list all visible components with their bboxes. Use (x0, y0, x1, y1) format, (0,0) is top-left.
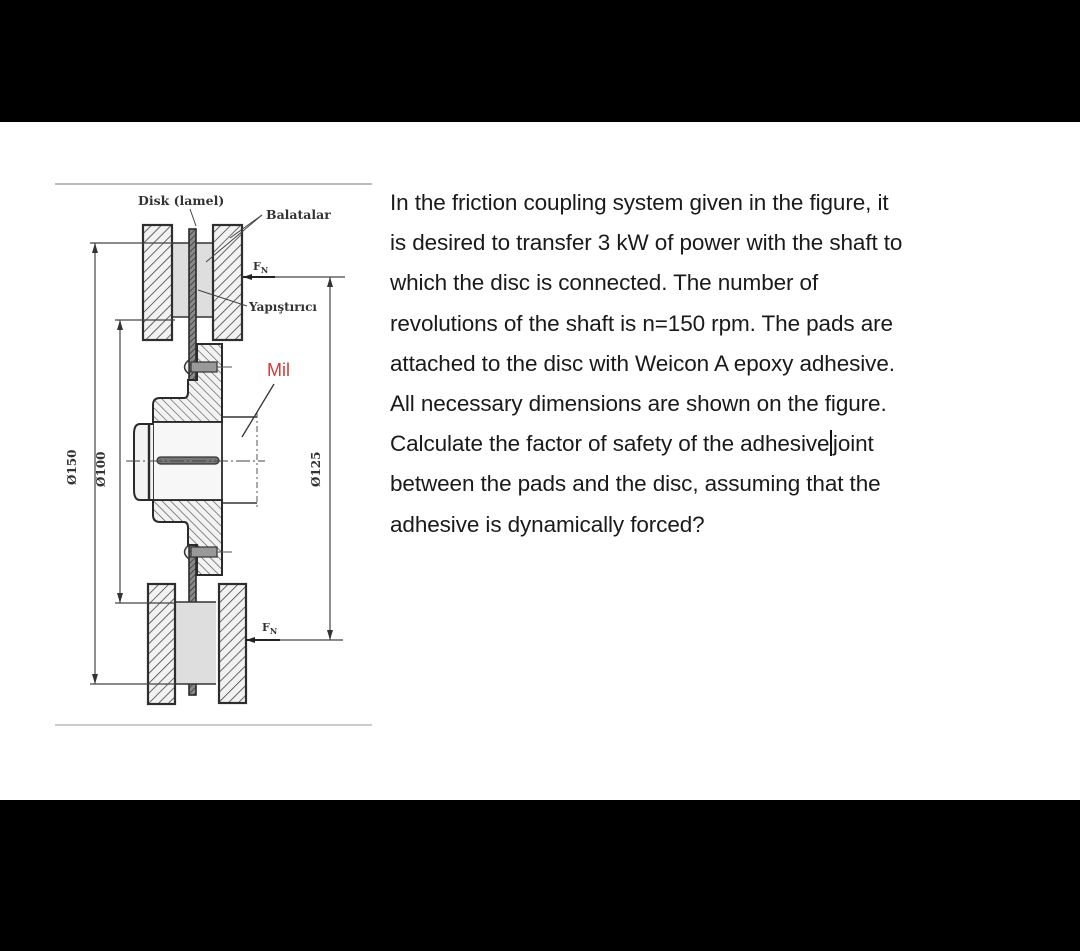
question-line-5: attached to the disc with Weicon A epoxy… (390, 350, 895, 376)
label-adhesive: Yapıştırıcı (248, 300, 317, 314)
question-line-2: is desired to transfer 3 kW of power wit… (390, 230, 903, 256)
label-force-bottom: FN (262, 621, 277, 636)
question-line-1: In the friction coupling system given in… (390, 190, 889, 215)
shaft (222, 383, 275, 508)
rivet-bottom (183, 543, 232, 561)
label-d125: Ø125 (309, 451, 323, 487)
force-arrow-top (243, 274, 275, 280)
question-line-4: revolutions of the shaft is n=150 rpm. T… (390, 310, 893, 336)
question-line-7-start: Calculate the factor of safety of the ad… (390, 431, 830, 457)
hub (126, 343, 265, 576)
top-black-bar (0, 0, 1080, 122)
friction-coupling-figure: Disk (lamel) Balatalar FN Yapıştırıcı Mi… (50, 175, 380, 735)
label-pads: Balatalar (266, 207, 331, 222)
rivet-top (183, 358, 232, 376)
question-line-6: All necessary dimensions are shown on th… (390, 391, 887, 417)
top-pads (141, 223, 244, 342)
question-line-8: between the pads and the disc, assuming … (390, 471, 881, 497)
pads-leader-2 (205, 214, 263, 263)
question-text: In the friction coupling system given in… (390, 183, 1070, 545)
text-cursor (830, 430, 832, 457)
question-line-9: adhesive is dynamically forced? (390, 511, 705, 537)
label-d100: Ø100 (94, 451, 108, 487)
coupling-drawing: Disk (lamel) Balatalar FN Yapıştırıcı Mi… (55, 183, 372, 726)
dimension-d100 (115, 319, 175, 604)
label-shaft: Mil (267, 360, 290, 380)
question-line-7[interactable]: Calculate the factor of safety of the ad… (390, 424, 1070, 464)
bottom-pads (146, 582, 248, 706)
label-disk: Disk (lamel) (138, 193, 224, 208)
label-force-top: FN (253, 260, 268, 275)
dimension-d150 (90, 242, 175, 685)
adhesive-leader (197, 289, 248, 307)
disk-leader (189, 208, 197, 227)
label-d150: Ø150 (65, 449, 79, 485)
force-arrow-bottom (246, 637, 280, 643)
question-line-7-end: joint (832, 431, 874, 457)
bottom-black-bar (0, 800, 1080, 951)
question-line-3: which the disc is connected. The number … (390, 270, 819, 296)
